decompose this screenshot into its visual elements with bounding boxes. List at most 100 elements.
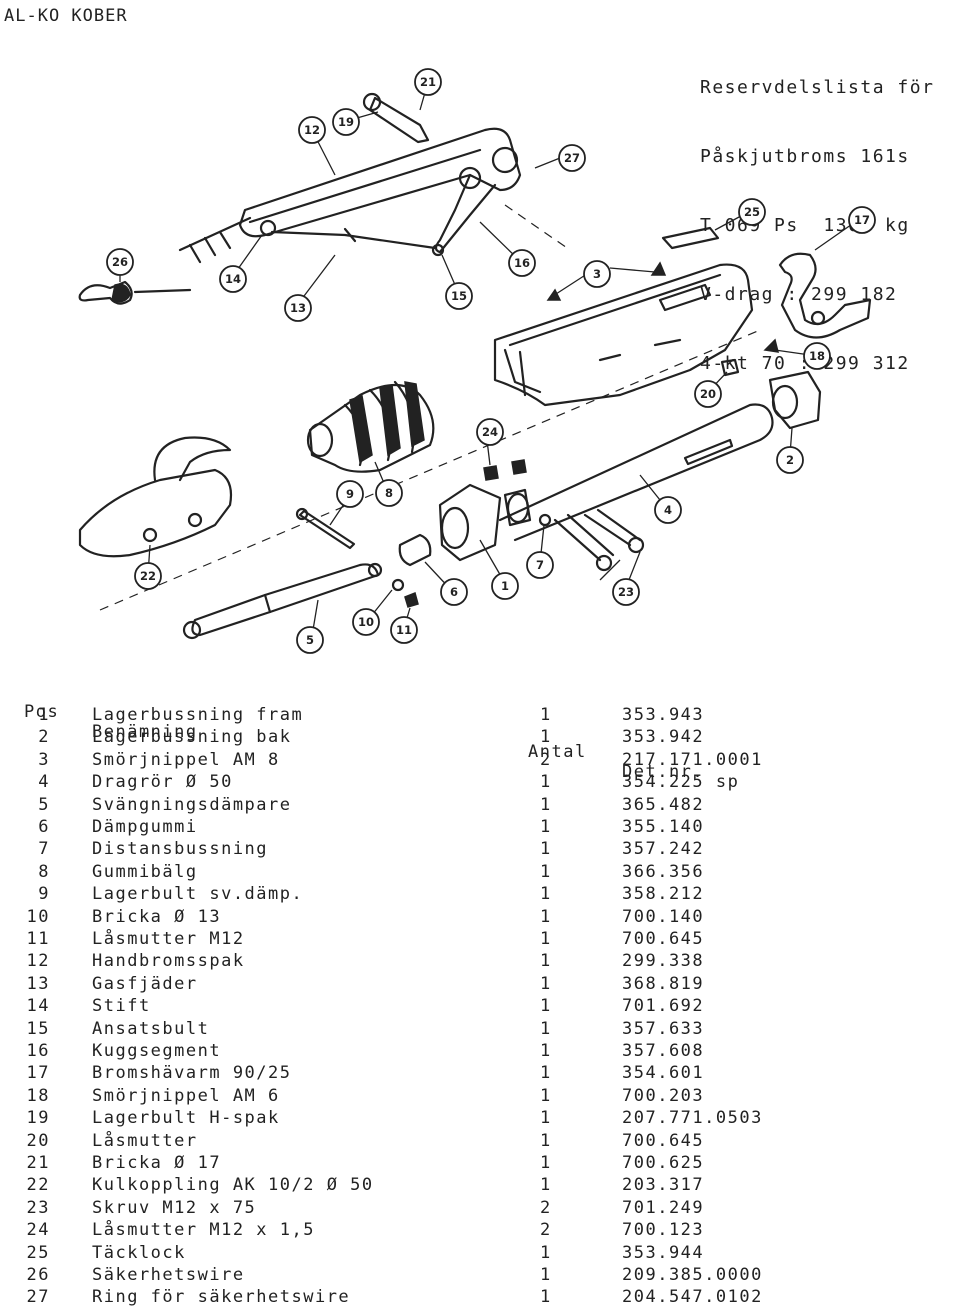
part-number: 354.225 sp <box>622 772 740 793</box>
part-number: 700.625 <box>622 1153 705 1173</box>
part-qty: 1 <box>540 727 552 748</box>
damper-rubber-drawing <box>398 533 432 567</box>
callout-number: 11 <box>396 623 412 637</box>
part-pos: 12 <box>26 951 50 972</box>
part-qty: 1 <box>540 951 552 972</box>
callout-number: 2 <box>786 453 794 467</box>
screw-drawing <box>553 508 645 572</box>
part-number: 700.203 <box>622 1085 705 1106</box>
part-pos: 13 <box>26 973 50 994</box>
part-name: Gummibälg <box>92 861 198 882</box>
part-name: Säkerhetswire <box>92 1265 245 1285</box>
part-pos: 26 <box>26 1265 50 1285</box>
header-pos: Pos <box>24 702 60 722</box>
part-number: 204.547.0102 <box>622 1287 763 1308</box>
washer-drawing <box>391 578 405 592</box>
header-line: 4-kt 70 : 299 312 <box>700 353 910 374</box>
callout-number: 12 <box>304 123 320 137</box>
part-name: Handbromsspak <box>92 951 245 972</box>
spacer-bushing-drawing <box>503 488 552 527</box>
brake-lever-drawing <box>778 252 872 339</box>
exploded-view-diagram: 1 2 3 4 5 6 7 8 9 10 11 12 13 14 15 16 1… <box>78 68 876 654</box>
callout-number: 25 <box>744 205 760 219</box>
callout-number: 17 <box>854 213 870 227</box>
callout-number: 22 <box>140 569 156 583</box>
part-pos: 27 <box>26 1287 50 1308</box>
part-number: 366.356 <box>622 861 705 882</box>
callout-number: 15 <box>451 289 467 303</box>
housing-drawing <box>493 263 754 407</box>
assembly-axis <box>99 329 761 611</box>
part-qty: 1 <box>540 1108 552 1129</box>
part-qty: 1 <box>540 1175 552 1196</box>
grease-nipple-small-drawing <box>763 338 780 353</box>
part-pos: 16 <box>26 1041 50 1061</box>
part-number: 701.692 <box>622 996 705 1017</box>
part-pos: 22 <box>26 1175 50 1196</box>
part-pos: 7 <box>38 839 50 860</box>
part-name: Lagerbussning fram <box>92 705 304 725</box>
part-pos: 4 <box>38 772 50 793</box>
part-qty: 1 <box>540 973 552 994</box>
callout-number: 20 <box>700 387 716 401</box>
part-qty: 1 <box>540 1265 552 1285</box>
hand-brake-lever-drawing <box>178 127 522 264</box>
callout-number: 16 <box>514 256 530 270</box>
part-qty: 1 <box>540 772 552 793</box>
part-pos: 23 <box>26 1197 50 1218</box>
part-number: 358.212 <box>622 884 705 905</box>
part-pos: 18 <box>26 1085 50 1106</box>
part-pos: 1 <box>38 705 50 725</box>
header-line: Reservdelslista för <box>700 77 935 98</box>
callout-number: 27 <box>564 151 580 165</box>
part-number: 209.385.0000 <box>622 1265 763 1285</box>
part-qty: 1 <box>540 1287 552 1308</box>
part-pos: 2 <box>38 727 50 748</box>
part-qty: 1 <box>540 1242 552 1263</box>
part-name: Lagerbussning bak <box>92 727 292 748</box>
callout-number: 1 <box>501 579 509 593</box>
lock-nut-11-drawing <box>404 591 419 608</box>
callout-number: 7 <box>536 558 544 572</box>
part-pos: 19 <box>26 1108 50 1129</box>
table-row: 4 Dragrör Ø 50 1 354.225 sp <box>0 772 980 794</box>
part-name: Dämpgummi <box>92 817 198 837</box>
table-row: 26 Säkerhetswire 1 209.385.0000 <box>0 1265 980 1287</box>
part-pos: 14 <box>26 996 50 1017</box>
header-line: V-drag : 299 182 <box>700 284 898 305</box>
part-number: 353.942 <box>622 727 705 748</box>
part-pos: 9 <box>38 884 50 905</box>
callout-number: 5 <box>306 633 314 647</box>
part-name: Lagerbult H-spak <box>92 1108 280 1129</box>
callout-number: 26 <box>112 255 128 269</box>
part-name: Dragrör Ø 50 <box>92 772 233 793</box>
header-name: Benämning <box>92 722 198 742</box>
part-number: 354.601 <box>622 1063 705 1084</box>
part-pos: 8 <box>38 861 50 882</box>
brand-label: AL-KO KOBER <box>4 6 128 26</box>
part-qty: 1 <box>540 1153 552 1173</box>
part-number: 700.645 <box>622 1130 705 1151</box>
part-number: 357.608 <box>622 1041 705 1061</box>
table-row: 2 Lagerbussning bak 1 353.942 <box>0 727 980 749</box>
part-qty: 2 <box>540 1220 552 1241</box>
part-pos: 6 <box>38 817 50 837</box>
lever-axis <box>504 204 571 251</box>
part-number: 701.249 <box>622 1197 705 1218</box>
part-name: Lagerbult sv.dämp. <box>92 884 304 905</box>
part-qty: 1 <box>540 929 552 949</box>
part-number: 353.943 <box>622 705 705 725</box>
callout-number: 10 <box>358 615 374 629</box>
part-qty: 1 <box>540 996 552 1017</box>
part-pos: 20 <box>26 1130 50 1151</box>
